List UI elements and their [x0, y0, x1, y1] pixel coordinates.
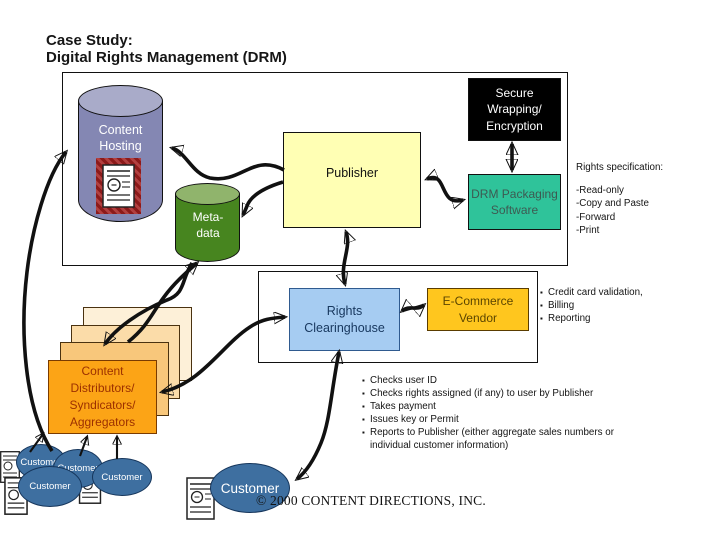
cylinder-top: [78, 85, 163, 117]
bullet-icon: [362, 387, 370, 400]
ecommerce-vendor-label: E-Commerce Vendor: [442, 294, 514, 325]
note-text: Issues key or Permit: [370, 414, 459, 425]
copyright-text: © 2000 CONTENT DIRECTIONS, INC.: [256, 493, 486, 508]
note-item: Credit card validation,: [540, 286, 690, 299]
clearinghouse-notes: Checks user ID Checks rights assigned (i…: [362, 374, 630, 452]
note-text: Takes payment: [370, 401, 436, 412]
ecommerce-notes: Credit card validation, Billing Reportin…: [540, 286, 690, 325]
rights-spec-heading: Rights specification:: [576, 162, 664, 173]
rights-spec-item: -Print: [576, 225, 600, 236]
customer-label: Customer: [20, 456, 62, 468]
cylinder-top: [175, 183, 240, 205]
note-text: Reports to Publisher (either aggregate s…: [370, 427, 614, 451]
note-text: Checks rights assigned (if any) to user …: [370, 388, 594, 399]
rights-spec-item: -Forward: [576, 211, 616, 223]
bullet-icon: [362, 400, 370, 413]
publisher-node: Publisher: [283, 132, 421, 228]
drm-packaging-node: DRM Packaging Software: [468, 174, 561, 230]
bullet-icon: [362, 413, 370, 426]
customer-label: Customer: [29, 481, 71, 492]
secure-wrapping-node: Secure Wrapping/ Encryption: [468, 78, 561, 141]
document-icon: [102, 164, 135, 208]
publisher-label: Publisher: [325, 166, 379, 180]
bullet-icon: [540, 286, 548, 299]
arrow-clearinghouse-customer: [297, 352, 339, 479]
note-text: Credit card validation,: [548, 287, 643, 298]
customer-label: Customer: [57, 463, 99, 474]
content-distributors-label: Content Distributors/ Syndicators/ Aggre…: [69, 364, 136, 429]
note-item: Billing: [540, 299, 690, 312]
bullet-icon: [540, 312, 548, 325]
note-text: Checks user ID: [370, 375, 437, 386]
ecommerce-vendor-node: E-Commerce Vendor: [427, 288, 529, 331]
customer-node: Customer: [92, 458, 152, 496]
page-title: Case Study: Digital Rights Management (D…: [46, 32, 287, 66]
note-text: Reporting: [548, 313, 591, 324]
rights-spec-item: -Copy and Paste: [576, 198, 649, 209]
rights-specification-note: Rights specification: -Read-only -Copy a…: [576, 161, 716, 238]
customer-label: Customer: [220, 480, 280, 496]
note-item: Takes payment: [362, 400, 630, 413]
rights-clearinghouse-label: Rights Clearinghouse: [304, 303, 385, 335]
cylinder-body: [175, 194, 240, 262]
bullet-icon: [362, 374, 370, 387]
customer-label: Customer: [101, 471, 143, 483]
customer-node: Customer: [18, 466, 82, 507]
metadata-node: Meta-data: [175, 183, 240, 262]
title-line2: Digital Rights Management (DRM): [46, 49, 287, 66]
content-distributors-node: Content Distributors/ Syndicators/ Aggre…: [48, 360, 157, 434]
customer-node-main: Customer: [210, 463, 290, 513]
drm-packaging-label: DRM Packaging Software: [471, 186, 558, 217]
secure-wrapping-label: Secure Wrapping/ Encryption: [486, 86, 543, 133]
rights-clearinghouse-node: Rights Clearinghouse: [289, 288, 400, 351]
note-item: Checks user ID: [362, 374, 630, 387]
rights-spec-item: -Read-only: [576, 184, 624, 196]
title-line1: Case Study:: [46, 32, 133, 49]
note-item: Checks rights assigned (if any) to user …: [362, 387, 630, 400]
note-item: Reporting: [540, 312, 690, 325]
bullet-icon: [362, 426, 370, 452]
note-item: Reports to Publisher (either aggregate s…: [362, 426, 630, 452]
bullet-icon: [540, 299, 548, 312]
framed-document-icon: [96, 158, 141, 214]
metadata-label: Meta-data: [192, 210, 224, 240]
note-item: Issues key or Permit: [362, 413, 630, 426]
content-hosting-label: Content Hosting: [98, 123, 143, 154]
note-text: Billing: [548, 300, 575, 311]
